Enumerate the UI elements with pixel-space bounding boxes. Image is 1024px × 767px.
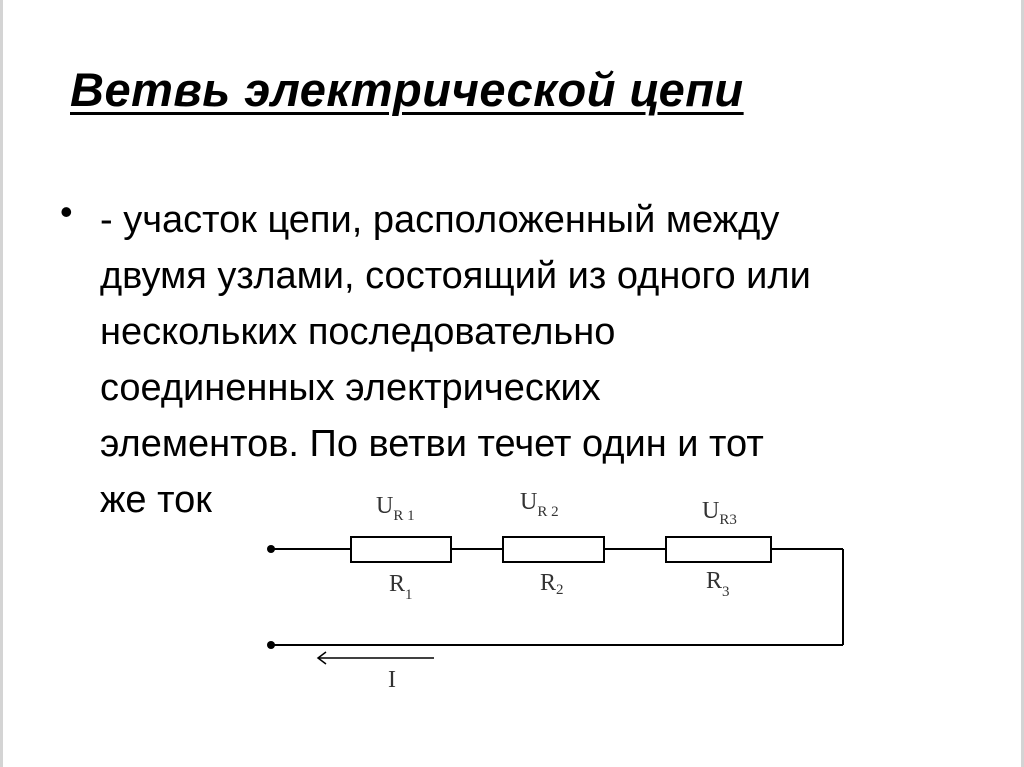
definition-text: - участок цепи, расположенный между двум… [100, 192, 940, 528]
bullet-marker: • [60, 191, 73, 232]
resistor-label-1: R1 [389, 571, 413, 603]
definition-line-4: соединенных электрических [100, 367, 601, 409]
definition-line-2: двумя узлами, состоящий из одного или [100, 255, 811, 297]
voltage-label-2: UR 2 [520, 489, 559, 520]
resistor-label-3: R3 [706, 568, 730, 600]
definition-line-6: же ток [100, 479, 212, 521]
resistor-r2 [502, 536, 605, 563]
definition-line-3: нескольких последовательно [100, 311, 616, 353]
resistor-r3 [665, 536, 772, 563]
resistor-r1 [350, 536, 452, 563]
voltage-label-3: UR3 [702, 498, 737, 528]
voltage-label-1: UR 1 [376, 493, 415, 524]
slide-title: Ветвь электрической цепи [70, 63, 744, 116]
current-arrow [316, 651, 434, 665]
definition-line-5: элементов. По ветви течет один и тот [100, 423, 764, 465]
current-label: I [388, 667, 396, 693]
resistor-label-2: R2 [540, 570, 564, 598]
definition-line-1: - участок цепи, расположенный между [100, 199, 780, 241]
